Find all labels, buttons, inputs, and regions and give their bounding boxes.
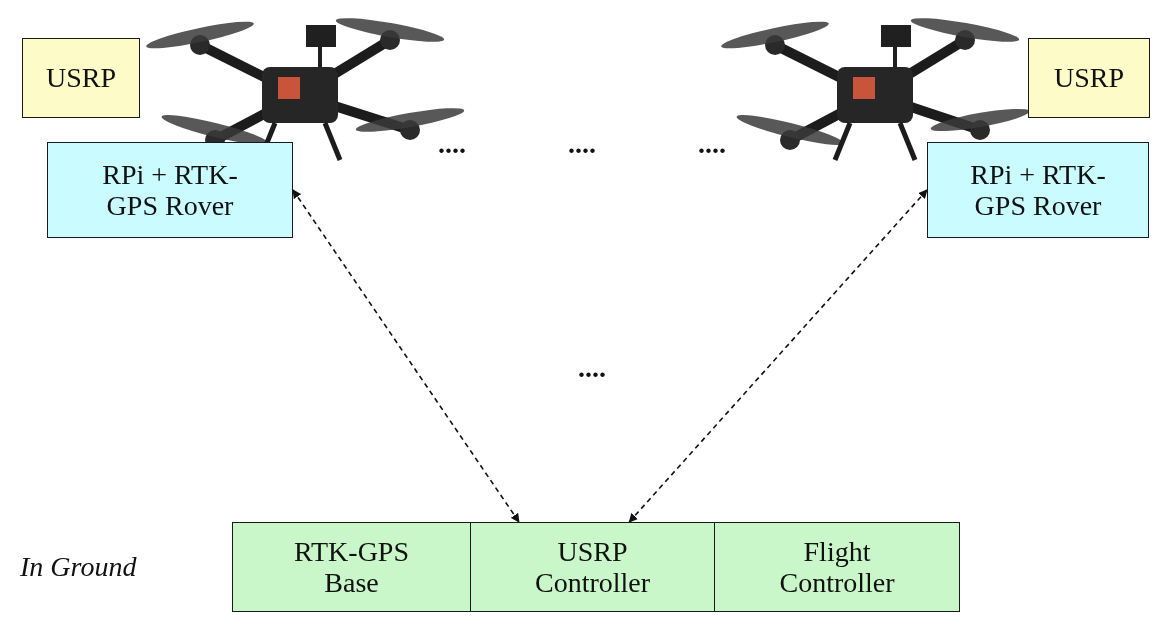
onboard-computer-box: RPi + RTK-GPS Rover (927, 142, 1149, 238)
box-label: USRP (46, 62, 116, 93)
dashed-link-arrow (629, 190, 927, 522)
ellipsis-mark: .... (698, 128, 726, 160)
radio-box: USRP (1028, 38, 1150, 118)
drone-right (720, 14, 1031, 160)
box-label: USRP Controller (518, 536, 668, 599)
radio-box: USRP (22, 38, 140, 118)
dashed-link-arrow (293, 190, 519, 522)
ground-station-box: USRP Controller (470, 522, 715, 612)
ground-station-box: Flight Controller (714, 522, 960, 612)
drone-left (145, 14, 466, 160)
ellipsis-mark: .... (568, 128, 596, 160)
ellipsis-mark: .... (438, 128, 466, 160)
box-label: RTK-GPS Base (277, 536, 427, 599)
box-label: RPi + RTK-GPS Rover (90, 159, 250, 222)
ground-station-box: RTK-GPS Base (232, 522, 471, 612)
ellipsis-mark: .... (578, 352, 606, 384)
box-label: USRP (1054, 62, 1124, 93)
region-label: In Ground (20, 551, 136, 583)
box-label: RPi + RTK-GPS Rover (958, 159, 1118, 222)
onboard-computer-box: RPi + RTK-GPS Rover (47, 142, 293, 238)
box-label: Flight Controller (762, 536, 912, 599)
